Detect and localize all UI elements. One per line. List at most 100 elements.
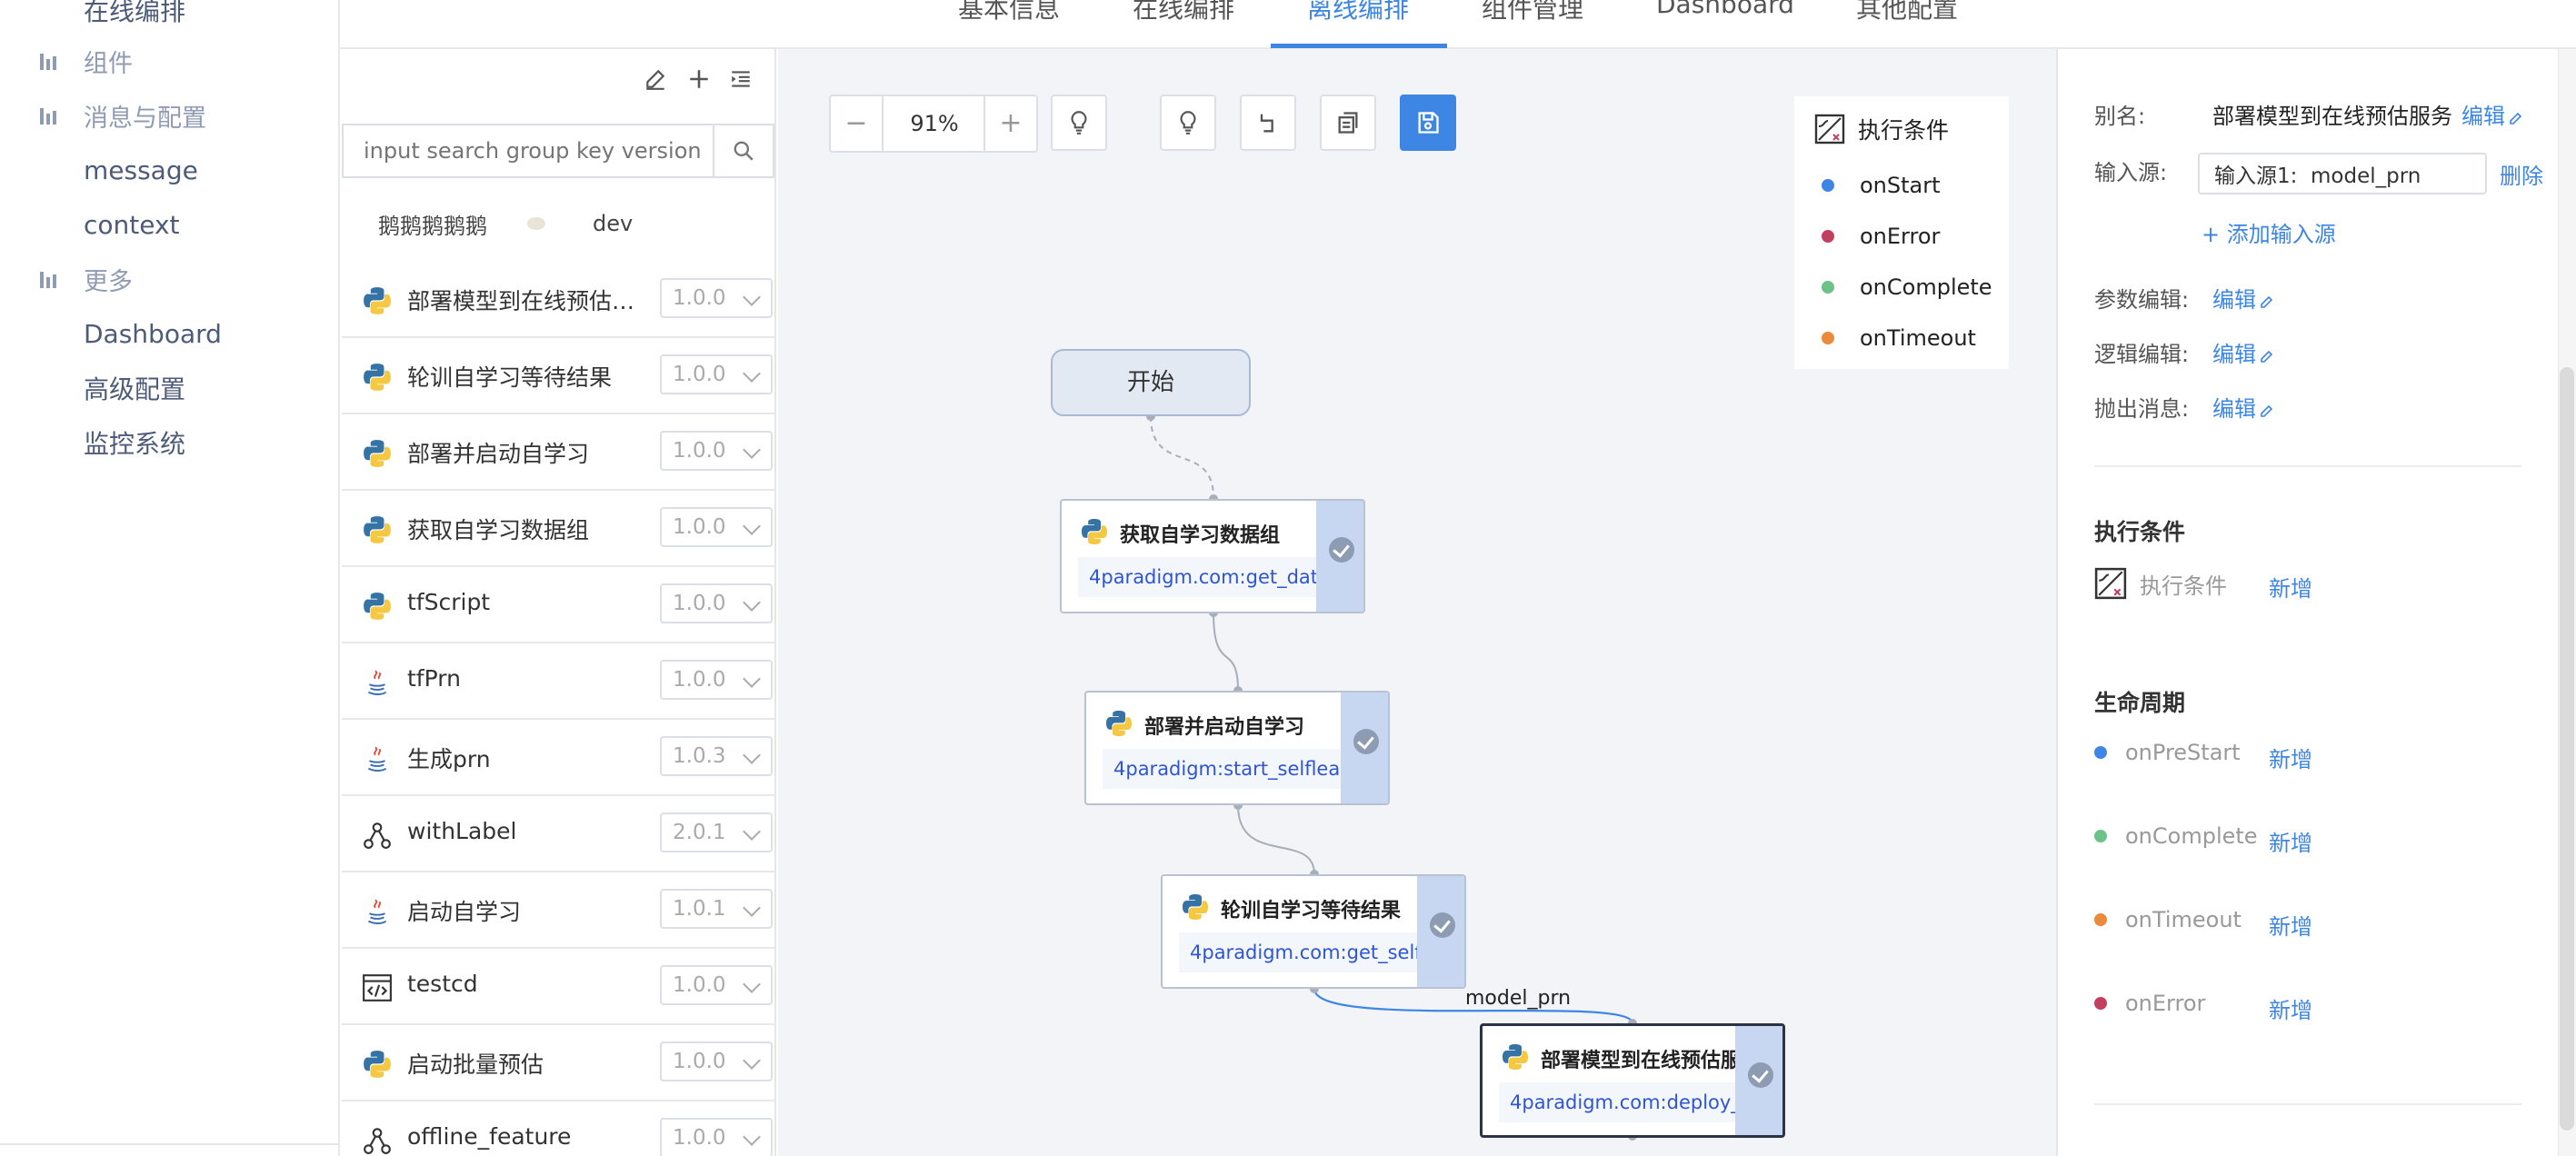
version-select[interactable]: 1.0.0	[660, 1041, 773, 1081]
component-row[interactable]: 生成prn 1.0.3	[342, 720, 774, 796]
alias-edit-link[interactable]: 编辑	[2461, 98, 2523, 130]
param-edit-link[interactable]: 编辑	[2212, 282, 2274, 314]
version-value: 1.0.0	[673, 1126, 726, 1150]
version-value: 1.0.0	[673, 1050, 726, 1073]
component-row[interactable]: 启动自学习 1.0.1	[342, 872, 774, 949]
hint-alt-button[interactable]	[1160, 95, 1216, 151]
save-button[interactable]	[1400, 95, 1456, 151]
alias-value: 部署模型到在线预估服务	[2212, 104, 2452, 129]
tab-online-orchestration[interactable]: 在线编排	[1133, 0, 1235, 24]
hint-button[interactable]	[1051, 95, 1107, 151]
zoom-in-button[interactable]: +	[983, 96, 1036, 151]
add-oncomplete-link[interactable]: 新增	[2269, 831, 2312, 856]
tab-component-management[interactable]: 组件管理	[1482, 0, 1584, 24]
tab-dashboard[interactable]: Dashboard	[1656, 0, 1794, 19]
zoom-out-button[interactable]: −	[831, 96, 884, 151]
flow-node-poll-selflearner[interactable]: 轮训自学习等待结果 4paradigm.com:get_selflear..	[1161, 874, 1466, 989]
version-value: 1.0.0	[673, 286, 726, 310]
condition-legend: 执行条件 onStart onError onComplete onTimeou…	[1794, 96, 2009, 369]
emit-msg-edit-link[interactable]: 编辑	[2212, 391, 2274, 423]
copy-button[interactable]	[1320, 95, 1376, 151]
flow-node-get-data-group[interactable]: 获取自学习数据组 4paradigm.com:get_data_gr..	[1060, 499, 1365, 613]
version-value: 1.0.3	[673, 744, 726, 768]
lightbulb-icon	[1180, 111, 1196, 135]
search-button[interactable]	[713, 125, 773, 176]
chevron-down-icon	[743, 975, 761, 993]
nav-item-label: context	[84, 209, 180, 240]
version-select[interactable]: 1.0.1	[660, 889, 773, 929]
save-icon	[1418, 112, 1439, 134]
component-name: 部署模型到在线预估服务	[407, 288, 644, 314]
component-name: withLabel	[407, 818, 517, 844]
chevron-down-icon	[743, 822, 761, 841]
flow-node-deploy-online[interactable]: 部署模型到在线预估服务 4paradigm.com:deploy_onli..	[1480, 1023, 1785, 1138]
top-tabs: 基本信息 在线编排 离线编排 组件管理 Dashboard 其他配置	[340, 0, 2576, 49]
group-name[interactable]: 鹅鹅鹅鹅鹅	[378, 213, 487, 239]
condition-icon	[1814, 114, 1845, 144]
python-icon	[362, 362, 393, 393]
graph-icon	[362, 820, 393, 851]
component-name: 启动自学习	[407, 899, 522, 925]
component-name: 生成prn	[407, 746, 491, 772]
exec-cond-row: 执行条件	[2094, 567, 2227, 600]
version-select[interactable]: 1.0.0	[660, 965, 773, 1005]
version-value: 1.0.0	[673, 515, 726, 539]
add-onerror-link[interactable]: 新增	[2269, 998, 2312, 1023]
tab-basic-info[interactable]: 基本信息	[958, 0, 1061, 24]
version-select[interactable]: 1.0.3	[660, 736, 773, 776]
zoom-control: − 91% +	[829, 95, 1038, 153]
nav-item-label: 高级配置	[84, 374, 186, 404]
version-select[interactable]: 2.0.1	[660, 812, 773, 852]
component-row[interactable]: 部署模型到在线预估服务 1.0.0	[342, 262, 774, 338]
version-select[interactable]: 1.0.0	[660, 583, 773, 623]
edit-icon[interactable]	[642, 67, 669, 95]
chevron-down-icon	[743, 593, 761, 612]
add-ontimeout-link[interactable]: 新增	[2269, 914, 2312, 940]
collapse-list-icon[interactable]	[727, 67, 754, 95]
version-value: 1.0.1	[673, 897, 726, 921]
flow-node-start-selflearner[interactable]: 部署并启动自学习 4paradigm:start_selflearner..	[1084, 691, 1390, 805]
add-exec-cond-link[interactable]: 新增	[2269, 576, 2312, 602]
component-row[interactable]: withLabel 2.0.1	[342, 796, 774, 872]
component-name: tfPrn	[407, 665, 461, 692]
nav-divider	[0, 1143, 338, 1145]
version-select[interactable]: 1.0.0	[660, 660, 773, 700]
component-search	[342, 124, 774, 178]
flow-edges	[1146, 412, 1637, 1141]
flow-canvas[interactable]: − 91% + 执行条件 onStart onError onComplete …	[778, 49, 2056, 1156]
version-select[interactable]: 1.0.0	[660, 354, 773, 394]
add-input-source-link[interactable]: + 添加输入源	[2202, 222, 2336, 247]
graph-icon	[362, 1125, 393, 1156]
emit-msg-label: 抛出消息:	[2094, 396, 2190, 422]
tab-other-config[interactable]: 其他配置	[1856, 0, 1959, 24]
logic-edit-link[interactable]: 编辑	[2212, 336, 2274, 368]
check-icon	[1748, 1062, 1773, 1088]
lifecycle-item-ontimeout: onTimeout	[2094, 907, 2242, 932]
python-icon	[362, 591, 393, 622]
component-row[interactable]: tfPrn 1.0.0	[342, 643, 774, 720]
search-input[interactable]	[344, 125, 714, 176]
tab-offline-orchestration[interactable]: 离线编排	[1307, 0, 1410, 24]
add-onprestart-link[interactable]: 新增	[2269, 747, 2312, 772]
start-node[interactable]: 开始	[1051, 349, 1251, 416]
version-select[interactable]: 1.0.0	[660, 507, 773, 547]
version-select[interactable]: 1.0.0	[660, 1118, 773, 1156]
env-name[interactable]: dev	[593, 211, 634, 236]
node-title: 部署模型到在线预估服务	[1541, 1050, 1762, 1072]
add-icon[interactable]	[685, 67, 713, 95]
undo-button[interactable]	[1240, 95, 1296, 151]
chevron-down-icon	[743, 441, 761, 459]
version-value: 1.0.0	[673, 363, 726, 386]
input-source-field[interactable]	[2198, 153, 2487, 194]
delete-input-source-link[interactable]: 删除	[2500, 164, 2543, 189]
version-select[interactable]: 1.0.0	[660, 278, 773, 318]
scrollbar-thumb[interactable]	[2560, 367, 2574, 1131]
version-select[interactable]: 1.0.0	[660, 431, 773, 471]
